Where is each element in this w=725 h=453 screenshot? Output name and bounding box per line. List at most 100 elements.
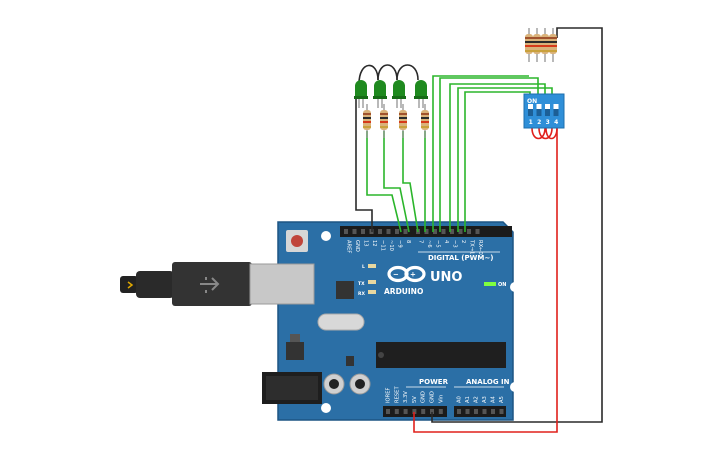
power-pin-label: GND xyxy=(421,391,427,403)
capacitor-top xyxy=(355,379,365,389)
resistor-band xyxy=(541,50,549,52)
bolt-icon xyxy=(127,281,134,289)
dip-lever[interactable] xyxy=(545,104,550,109)
header-pin[interactable] xyxy=(441,229,446,234)
wire-red-5v[interactable] xyxy=(413,128,558,433)
wire-green[interactable] xyxy=(464,91,531,232)
header-pin[interactable] xyxy=(352,229,357,234)
dip-lever[interactable] xyxy=(553,104,559,109)
wire-black[interactable] xyxy=(358,64,379,85)
wire-black[interactable] xyxy=(377,64,398,81)
power-jack-inner xyxy=(266,376,318,400)
resistor-band xyxy=(533,41,541,43)
led-green[interactable] xyxy=(354,80,368,108)
mount-hole xyxy=(321,231,331,241)
header-pin[interactable] xyxy=(394,409,399,414)
resistor-band xyxy=(533,45,541,47)
led-green[interactable] xyxy=(392,80,406,108)
analog-pin-label: A3 xyxy=(482,396,488,403)
pull-resistor[interactable] xyxy=(541,28,549,62)
analog-pin-label: A2 xyxy=(474,396,480,403)
led-rx-label: RX xyxy=(358,291,365,297)
header-pin[interactable] xyxy=(412,409,417,414)
header-pin[interactable] xyxy=(458,229,463,234)
dip-lever[interactable] xyxy=(536,104,542,109)
header-pin[interactable] xyxy=(450,229,454,234)
digital-pin-label: 7 xyxy=(418,240,424,243)
header-pin[interactable] xyxy=(378,229,382,234)
wire-green[interactable] xyxy=(457,87,553,232)
digital-header-label: DIGITAL (PWM~) xyxy=(428,254,493,262)
wire-black-gnd[interactable] xyxy=(355,90,373,232)
power-pin-label: IOREF xyxy=(386,388,392,403)
resistor-band xyxy=(549,50,557,52)
resistor-band xyxy=(399,117,407,119)
pull-resistor[interactable] xyxy=(549,28,557,62)
header-pin[interactable] xyxy=(424,229,429,234)
usb-cable-sleeve xyxy=(136,271,174,298)
pull-resistor[interactable] xyxy=(533,28,541,62)
header-pin[interactable] xyxy=(361,229,365,234)
wire-green[interactable] xyxy=(432,75,529,232)
brand-label: ARDUINO xyxy=(384,287,423,296)
header-pin[interactable] xyxy=(499,409,504,414)
analog-header xyxy=(454,406,506,417)
wire-black-gnd-dip[interactable] xyxy=(431,27,603,423)
led-tx xyxy=(368,280,376,284)
header-pin[interactable] xyxy=(433,229,437,234)
wire-black[interactable] xyxy=(396,64,419,81)
header-pin[interactable] xyxy=(491,409,495,414)
led-green[interactable] xyxy=(414,80,428,108)
header-pin[interactable] xyxy=(386,409,390,414)
wire-green[interactable] xyxy=(449,83,546,232)
led-body xyxy=(415,80,427,98)
header-pin[interactable] xyxy=(467,229,471,234)
header-pin[interactable] xyxy=(403,409,408,414)
wire-red[interactable] xyxy=(538,127,553,140)
resistor-band xyxy=(399,121,407,123)
header-pin[interactable] xyxy=(430,409,434,414)
dip-slot xyxy=(553,104,559,116)
header-pin[interactable] xyxy=(438,409,443,414)
header-pin[interactable] xyxy=(344,229,348,234)
resistor-band xyxy=(421,126,429,128)
dip-lever[interactable] xyxy=(528,104,533,109)
led-body xyxy=(374,80,386,98)
led-resistor[interactable] xyxy=(421,104,429,138)
header-pin[interactable] xyxy=(465,409,470,414)
analog-pin-label: A1 xyxy=(465,396,471,403)
usb-cable[interactable] xyxy=(120,262,252,306)
header-pin[interactable] xyxy=(395,229,399,234)
resistor-band xyxy=(549,37,557,39)
resistor-band xyxy=(363,126,371,128)
led-green[interactable] xyxy=(373,80,387,108)
header-pin[interactable] xyxy=(474,409,478,414)
resistor-band xyxy=(525,50,533,52)
wire-green[interactable] xyxy=(402,131,419,233)
led-resistor[interactable] xyxy=(399,104,407,138)
header-pin[interactable] xyxy=(482,409,487,414)
pull-resistor[interactable] xyxy=(525,28,533,62)
analog-header-label: ANALOG IN xyxy=(466,378,510,386)
header-pin[interactable] xyxy=(403,229,408,234)
header-pin[interactable] xyxy=(386,229,391,234)
wire-red[interactable] xyxy=(531,127,546,140)
led-resistor[interactable] xyxy=(380,104,388,138)
digital-pin-label: ~6 xyxy=(426,240,432,248)
wire-green[interactable] xyxy=(383,131,410,233)
digital-pin-label: 8 xyxy=(405,240,411,243)
mount-hole xyxy=(321,403,331,413)
dip-slot xyxy=(536,104,542,116)
header-pin[interactable] xyxy=(457,409,461,414)
led-resistor[interactable] xyxy=(363,104,371,138)
wire-green[interactable] xyxy=(366,131,402,233)
header-pin[interactable] xyxy=(421,409,426,414)
header-pin[interactable] xyxy=(475,229,480,234)
wire-green[interactable] xyxy=(439,77,539,232)
resistor-band xyxy=(541,37,549,39)
reset-button[interactable] xyxy=(291,235,303,247)
led-group xyxy=(354,80,428,108)
